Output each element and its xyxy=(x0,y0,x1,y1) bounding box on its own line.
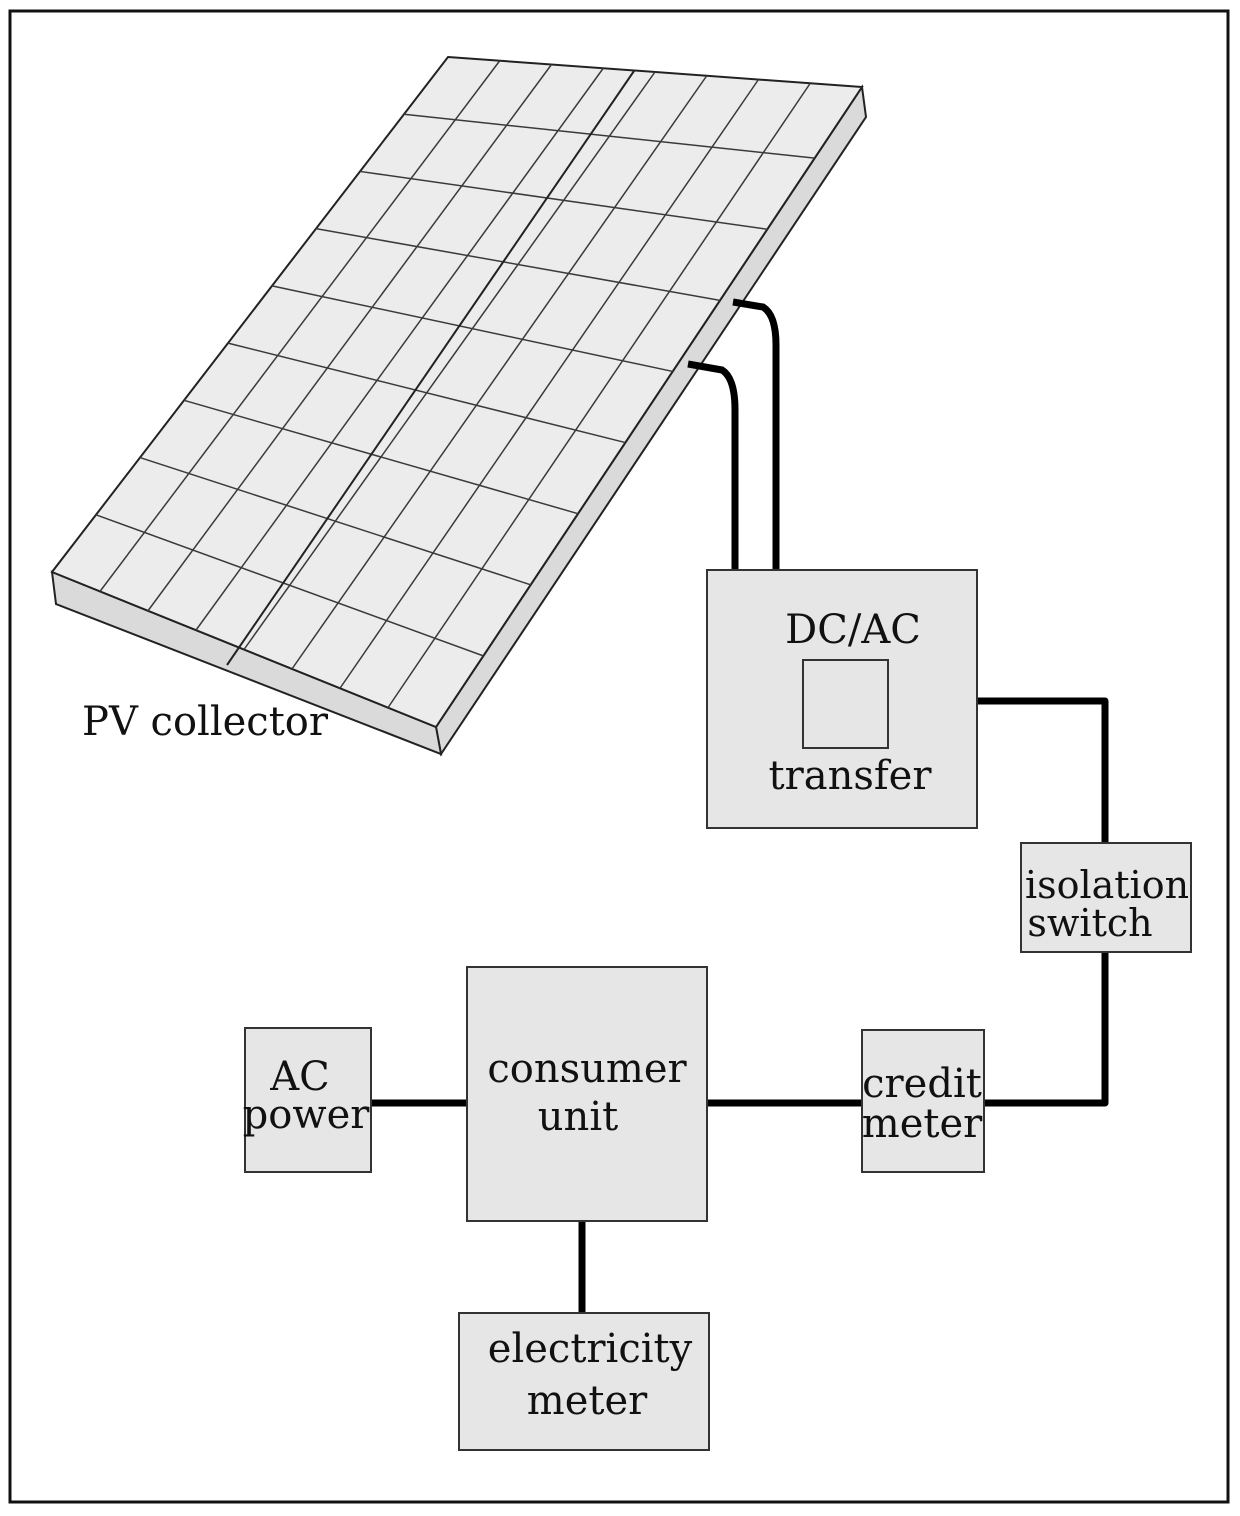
consumer-unit-box: consumer unit xyxy=(466,966,708,1222)
dc-ac-box-outline xyxy=(706,569,978,829)
isolation-switch-outline xyxy=(1020,842,1192,953)
credit-meter-box: credit meter xyxy=(861,1029,985,1173)
panel-column-line xyxy=(387,82,811,709)
panel-column-line xyxy=(243,71,656,650)
panel-center-gap xyxy=(226,70,635,666)
credit-meter-label-line2: meter xyxy=(862,1101,983,1147)
credit-meter-label-line1: credit xyxy=(862,1061,982,1107)
consumer-unit-outline xyxy=(466,966,708,1222)
panel-column-line xyxy=(195,67,604,631)
panel-column-line xyxy=(147,64,553,612)
isolation-switch-box: isolation switch xyxy=(1020,842,1192,953)
pv-collector-panel xyxy=(50,55,868,757)
consumer-unit-label-line1: consumer xyxy=(487,1046,687,1092)
panel-column-line xyxy=(339,79,760,689)
wire-inverter-to-isolation xyxy=(977,697,1109,843)
ac-power-box: AC power xyxy=(243,1027,372,1173)
ac-power-label-line2: power xyxy=(243,1092,371,1138)
wire-isolation-to-credit xyxy=(984,952,1109,1107)
dc-ac-inner-square xyxy=(802,659,889,749)
panel-column-line xyxy=(291,75,708,670)
dc-ac-transfer-box: DC/AC transfer xyxy=(706,569,978,829)
transfer-label: transfer xyxy=(769,753,933,799)
ac-power-label-line1: AC xyxy=(269,1054,330,1100)
dc-ac-label: DC/AC xyxy=(785,607,921,653)
isolation-switch-label-line2: switch xyxy=(1027,901,1152,945)
isolation-switch-label-line1: isolation xyxy=(1025,863,1189,907)
consumer-unit-label-line2: unit xyxy=(538,1094,618,1140)
wire-panel-to-inverter-b xyxy=(687,360,739,570)
electricity-meter-box: electricity meter xyxy=(458,1312,710,1451)
electricity-meter-label-line1: electricity xyxy=(488,1326,693,1372)
panel-column-line xyxy=(99,60,501,592)
outer-frame xyxy=(8,9,1230,1504)
credit-meter-outline xyxy=(861,1029,985,1173)
panel-cell-grid xyxy=(95,60,815,709)
electricity-meter-outline xyxy=(458,1312,710,1451)
ac-power-outline xyxy=(244,1027,372,1173)
pv-collector-label: PV collector xyxy=(82,699,329,745)
wire-panel-to-inverter-a xyxy=(732,298,780,570)
electricity-meter-label-line2: meter xyxy=(527,1378,648,1424)
